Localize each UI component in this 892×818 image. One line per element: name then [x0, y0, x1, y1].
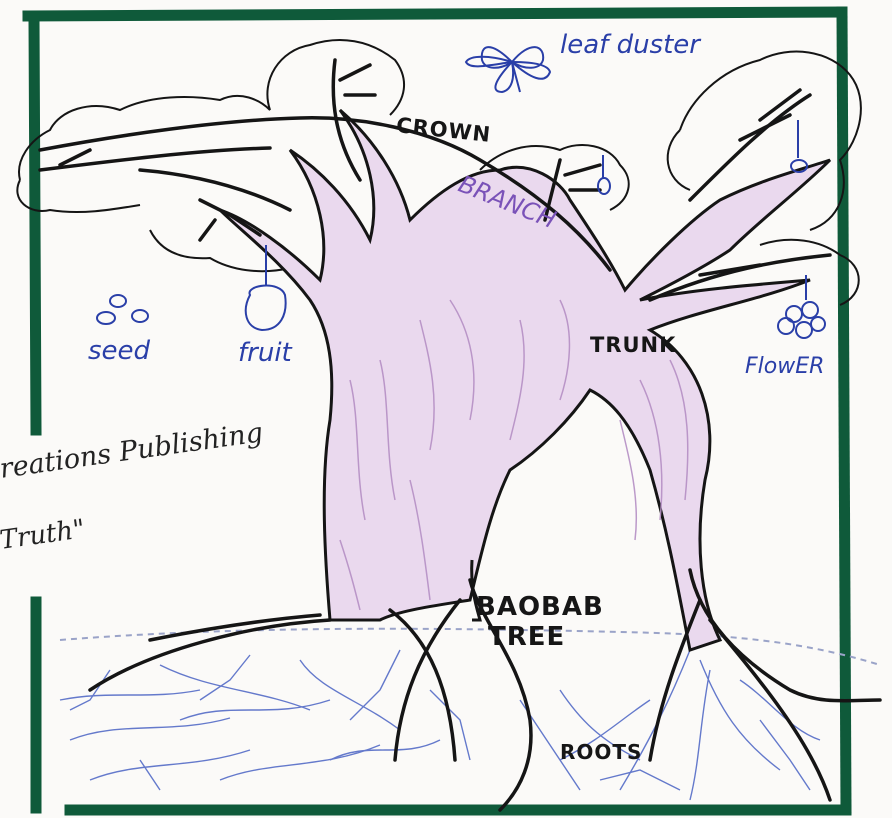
label-fruit: fruit — [238, 340, 292, 366]
label-tree: TREE — [488, 624, 565, 650]
seed-icon — [97, 295, 148, 324]
leaf-icon — [466, 47, 550, 92]
label-flower: FlowER — [745, 356, 824, 378]
label-seed: seed — [88, 338, 150, 364]
label-trunk: TRUNK — [590, 335, 676, 356]
label-roots: ROOTS — [560, 742, 642, 762]
label-baobab: BAOBAB — [476, 594, 604, 620]
root-network — [60, 650, 820, 800]
label-leaf-duster: leaf duster — [560, 32, 700, 58]
